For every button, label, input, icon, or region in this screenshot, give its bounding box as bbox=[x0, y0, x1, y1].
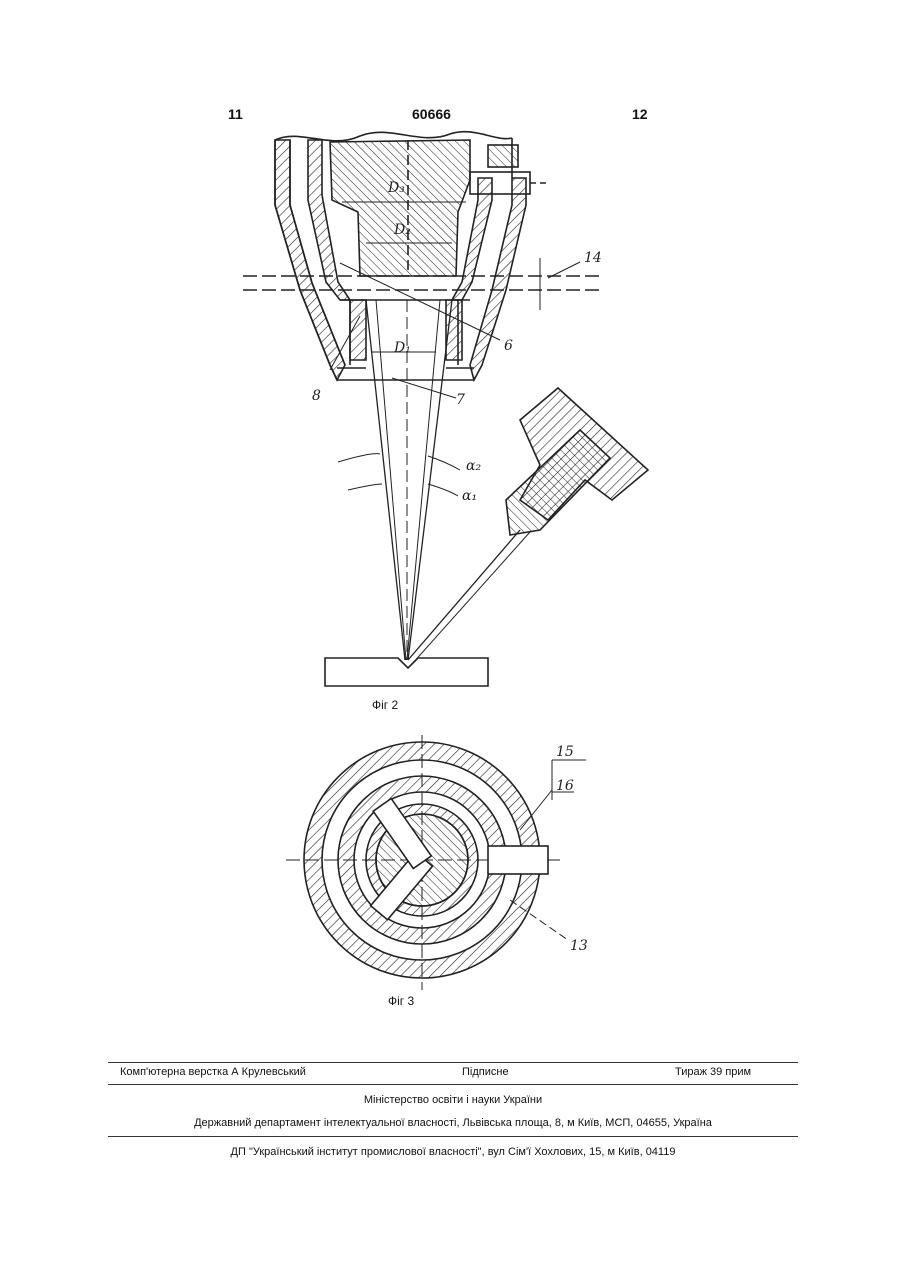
figure-drawings: D₃ D₂ D₁ α₂ α₁ 14 6 7 8 15 bbox=[0, 0, 900, 1040]
footer-circulation: Тираж 39 прим bbox=[675, 1066, 751, 1078]
label-13: 13 bbox=[570, 938, 588, 954]
footer-layout: Комп'ютерна верстка А Крулевський bbox=[120, 1066, 306, 1078]
footer-rule-middle bbox=[108, 1084, 798, 1085]
footer-ministry: Міністерство освіти і науки України bbox=[108, 1094, 798, 1106]
figure-2-caption: Фіг 2 bbox=[372, 698, 398, 712]
label-6: 6 bbox=[504, 338, 513, 354]
footer-signed: Підписне bbox=[462, 1066, 509, 1078]
label-16: 16 bbox=[556, 778, 574, 794]
footer-department: Державний департамент інтелектуальної вл… bbox=[108, 1117, 798, 1129]
label-alpha2: α₂ bbox=[466, 458, 481, 474]
figure-3-caption: Фіг 3 bbox=[388, 994, 414, 1008]
label-d1: D₁ bbox=[393, 340, 411, 356]
figure-3-labels: 15 16 13 bbox=[556, 744, 588, 954]
label-alpha1: α₁ bbox=[462, 488, 477, 504]
figure-2 bbox=[243, 132, 648, 686]
label-d3: D₃ bbox=[387, 180, 405, 196]
label-8: 8 bbox=[312, 388, 321, 404]
figure-3 bbox=[286, 735, 586, 990]
label-d2: D₂ bbox=[393, 222, 411, 238]
footer-rule-top bbox=[108, 1062, 798, 1063]
footer-publisher: ДП "Український інститут промислової вла… bbox=[108, 1146, 798, 1158]
label-15: 15 bbox=[556, 744, 574, 760]
label-14: 14 bbox=[584, 250, 602, 266]
footer-rule-bottom bbox=[108, 1136, 798, 1137]
label-7: 7 bbox=[456, 392, 465, 408]
